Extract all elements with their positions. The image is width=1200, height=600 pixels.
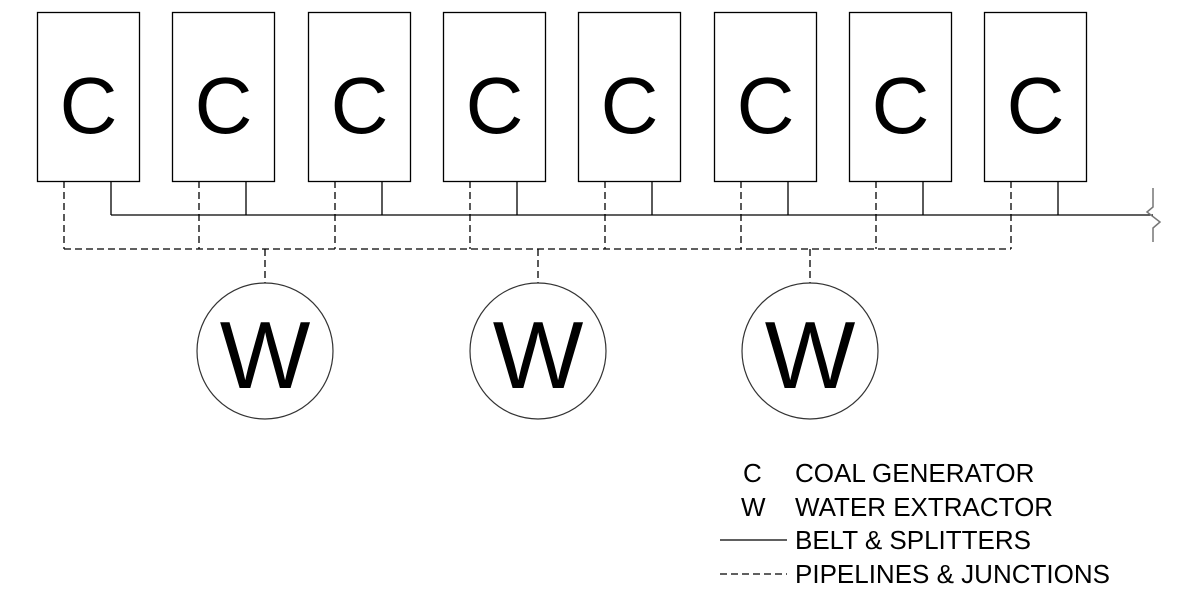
extractor-label: W xyxy=(493,302,584,409)
generator-box xyxy=(848,11,953,183)
legend-label-water: WATER EXTRACTOR xyxy=(795,492,1053,522)
belt-network xyxy=(110,181,1153,216)
coal-generator: C xyxy=(442,11,547,183)
generator-label: C xyxy=(60,61,118,150)
generator-label: C xyxy=(1007,61,1065,150)
belt-break-symbol xyxy=(1145,188,1162,242)
coal-generator: C xyxy=(848,11,953,183)
generator-box xyxy=(307,11,412,183)
extractor-circle xyxy=(196,282,334,420)
extractor-circle xyxy=(469,282,607,420)
legend-label-belt: BELT & SPLITTERS xyxy=(795,525,1031,555)
legend-symbol-water: W xyxy=(741,492,766,522)
generator-label: C xyxy=(466,61,524,150)
extractor-label: W xyxy=(220,302,311,409)
generator-box xyxy=(713,11,818,183)
coal-generator: C xyxy=(713,11,818,183)
coal-generator: C xyxy=(307,11,412,183)
generator-label: C xyxy=(601,61,659,150)
water-extractor: W xyxy=(469,282,607,420)
legend-label-coal: COAL GENERATOR xyxy=(795,458,1034,488)
water-extractor: W xyxy=(196,282,334,420)
legend-symbol-coal: C xyxy=(743,458,762,488)
extractor-circle xyxy=(741,282,879,420)
generator-box xyxy=(171,11,276,183)
coal-generator: C xyxy=(36,11,141,183)
legend: C COAL GENERATOR W WATER EXTRACTOR BELT … xyxy=(720,458,1110,589)
extractor-label: W xyxy=(765,302,856,409)
coal-generator: C xyxy=(171,11,276,183)
generator-box xyxy=(983,11,1088,183)
coal-generator: C xyxy=(577,11,682,183)
coal-generator: C xyxy=(983,11,1088,183)
generator-label: C xyxy=(872,61,930,150)
water-extractor: W xyxy=(741,282,879,420)
pipeline-network xyxy=(63,181,1012,283)
generator-box xyxy=(36,11,141,183)
generator-label: C xyxy=(331,61,389,150)
legend-label-pipeline: PIPELINES & JUNCTIONS xyxy=(795,559,1110,589)
generator-label: C xyxy=(737,61,795,150)
generator-label: C xyxy=(195,61,253,150)
generator-box xyxy=(577,11,682,183)
generator-box xyxy=(442,11,547,183)
